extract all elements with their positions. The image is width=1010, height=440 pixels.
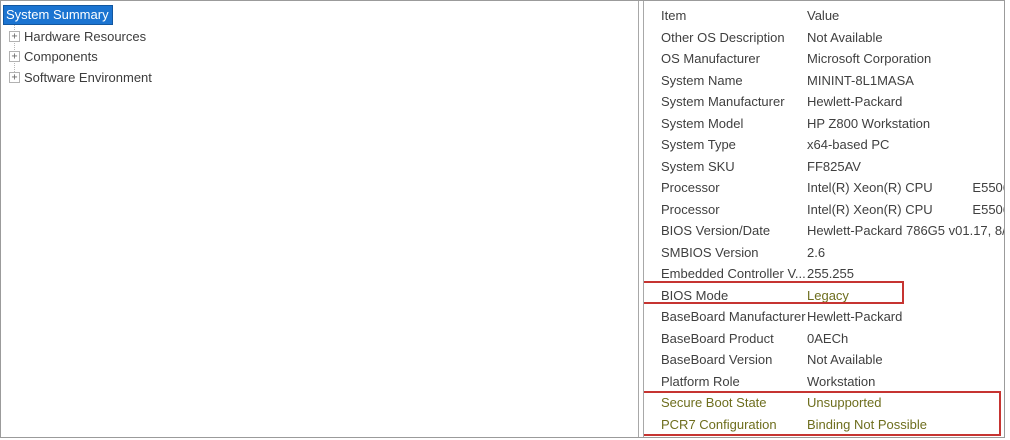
item-cell: BaseBoard Manufacturer: [661, 309, 806, 324]
expand-plus-icon[interactable]: +: [9, 71, 20, 83]
tree-item-software-environment[interactable]: + Software Environment: [1, 67, 152, 87]
tree-item-hardware-resources[interactable]: + Hardware Resources: [1, 26, 146, 46]
table-row[interactable]: BaseBoard Manufacturer Hewlett-Packard: [644, 306, 1004, 328]
tree-item-system-summary[interactable]: System Summary: [3, 5, 113, 25]
table-row[interactable]: BIOS Version/Date Hewlett-Packard 786G5 …: [644, 220, 1004, 242]
item-cell: PCR7 Configuration: [661, 416, 777, 432]
table-row[interactable]: System SKU FF825AV: [644, 156, 1004, 178]
column-header-item[interactable]: Item: [661, 8, 687, 23]
value-cell: HP Z800 Workstation: [807, 115, 931, 131]
item-cell: System Type: [661, 137, 736, 152]
table-row[interactable]: System Name MININT-8L1MASA: [644, 70, 1004, 92]
table-row[interactable]: OS Manufacturer Microsoft Corporation: [644, 48, 1004, 70]
value-cell: x64-based PC: [807, 137, 890, 152]
column-header-row: Item Value: [644, 5, 1004, 27]
value-cell: Workstation: [807, 373, 876, 389]
value-cell: Unsupported: [807, 395, 882, 410]
tree-item-label[interactable]: Hardware Resources: [24, 28, 147, 44]
table-row[interactable]: Secure Boot State Unsupported: [644, 392, 1004, 414]
value-cell: Microsoft Corporation: [807, 51, 932, 66]
pane-splitter[interactable]: [639, 1, 643, 437]
table-row[interactable]: SMBIOS Version 2.6: [644, 242, 1004, 264]
item-cell: Secure Boot State: [661, 395, 767, 410]
value-cell: 255.255: [807, 266, 854, 281]
item-cell: System Manufacturer: [661, 94, 785, 109]
item-cell: SMBIOS Version: [661, 244, 759, 260]
column-header-value[interactable]: Value: [807, 8, 840, 23]
item-cell: OS Manufacturer: [661, 51, 760, 66]
value-cell: Binding Not Possible: [807, 416, 927, 432]
tree-item-components[interactable]: + Components: [1, 46, 98, 66]
table-row[interactable]: Processor Intel(R) Xeon(R) CPU E5506: [644, 199, 1004, 221]
value-cell: Hewlett-Packard: [807, 309, 903, 324]
value-cell: Hewlett-Packard: [807, 94, 903, 109]
tree-item-label[interactable]: Software Environment: [24, 69, 152, 85]
table-row[interactable]: System Manufacturer Hewlett-Packard: [644, 91, 1004, 113]
item-cell: BIOS Mode: [661, 287, 729, 303]
table-row[interactable]: Embedded Controller V... 255.255: [644, 263, 1004, 285]
item-cell: BaseBoard Product: [661, 330, 774, 346]
item-cell: Platform Role: [661, 373, 740, 389]
table-row[interactable]: System Type x64-based PC: [644, 134, 1004, 156]
table-row[interactable]: Other OS Description Not Available: [644, 27, 1004, 49]
category-tree-pane: System Summary + Hardware Resources + Co…: [1, 1, 639, 437]
item-cell: System Name: [661, 72, 743, 88]
tree-item-label[interactable]: Components: [24, 48, 98, 64]
value-cell: Hewlett-Packard 786G5 v01.17, 8/: [807, 223, 1004, 238]
value-cell: MININT-8L1MASA: [807, 72, 914, 88]
table-row[interactable]: PCR7 Configuration Binding Not Possible: [644, 414, 1004, 436]
item-cell: BaseBoard Version: [661, 352, 773, 367]
table-row[interactable]: BIOS Mode Legacy: [644, 285, 1004, 307]
item-cell: System SKU: [661, 158, 735, 174]
item-cell: Processor: [661, 180, 720, 195]
expand-plus-icon[interactable]: +: [9, 50, 20, 62]
item-cell: BIOS Version/Date: [661, 223, 771, 238]
table-row[interactable]: System Model HP Z800 Workstation: [644, 113, 1004, 135]
tree-item-label-selected[interactable]: System Summary: [3, 5, 113, 25]
expand-plus-icon[interactable]: +: [9, 30, 20, 42]
item-cell: Processor: [661, 201, 720, 217]
value-cell: Legacy: [807, 287, 849, 303]
table-row[interactable]: BaseBoard Version Not Available: [644, 349, 1004, 371]
table-row[interactable]: BaseBoard Product 0AECh: [644, 328, 1004, 350]
details-rows: Other OS Description Not Available OS Ma…: [644, 27, 1004, 436]
table-row[interactable]: Processor Intel(R) Xeon(R) CPU E5506: [644, 177, 1004, 199]
details-pane: Item Value Other OS Description Not Avai…: [643, 1, 1004, 437]
value-cell: 0AECh: [807, 330, 849, 346]
value-cell: Intel(R) Xeon(R) CPU E5506: [807, 201, 1004, 217]
item-cell: Embedded Controller V...: [661, 266, 806, 281]
value-cell: Intel(R) Xeon(R) CPU E5506: [807, 180, 1004, 195]
item-cell: System Model: [661, 115, 744, 131]
value-cell: FF825AV: [807, 158, 861, 174]
value-cell: 2.6: [807, 244, 826, 260]
table-row[interactable]: Platform Role Workstation: [644, 371, 1004, 393]
value-cell: Not Available: [807, 352, 883, 367]
value-cell: Not Available: [807, 29, 883, 45]
item-cell: Other OS Description: [661, 29, 785, 45]
